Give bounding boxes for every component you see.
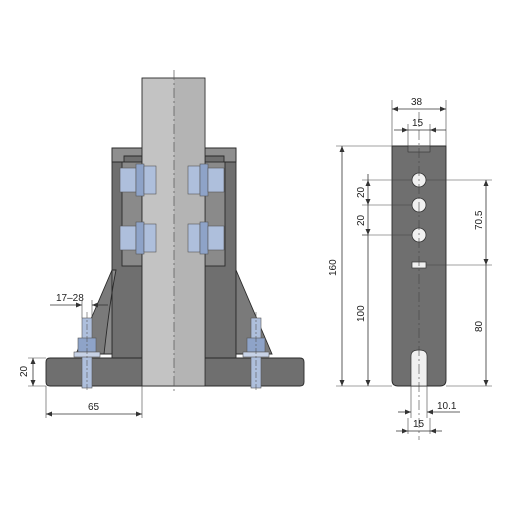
side-view: 38 15 160 20 xyxy=(328,97,492,440)
dim-base-height-label: 20 xyxy=(19,365,30,377)
dim-inner-width-label: 15 xyxy=(412,118,424,129)
fitting-nut xyxy=(119,167,137,193)
fitting-washer xyxy=(199,163,209,197)
dim-slot-length-label: 80 xyxy=(474,320,485,332)
fitting-plate xyxy=(143,223,157,253)
dim-top-width: 38 xyxy=(391,97,447,146)
dim-base-width: 65 xyxy=(45,386,143,418)
dim-slot-offset-label: 10.1 xyxy=(437,401,457,412)
fitting-nut xyxy=(119,225,137,251)
right-lower-fitting xyxy=(187,221,225,255)
fitting-plate xyxy=(143,165,157,195)
dim-lower-length-label: 100 xyxy=(356,305,367,322)
dim-inner-width: 15 xyxy=(394,118,446,146)
left-upper-fitting xyxy=(119,163,157,197)
dim-total-height: 160 xyxy=(328,145,392,387)
fitting-nut xyxy=(207,167,225,193)
dim-total-height-label: 160 xyxy=(328,259,339,276)
fitting-plate xyxy=(187,223,201,253)
dim-bottom-width-label: 15 xyxy=(413,419,425,430)
fitting-washer xyxy=(135,221,145,255)
left-anchor-bolt xyxy=(73,312,101,392)
fitting-nut xyxy=(207,225,225,251)
fitting-plate xyxy=(187,165,201,195)
dim-slot-length: 80 xyxy=(446,265,492,387)
dim-slot-offset: 10.1 xyxy=(398,386,460,418)
dim-hole-pitch-1-label: 20 xyxy=(356,186,367,198)
fitting-washer xyxy=(135,163,145,197)
dim-bottom-width: 15 xyxy=(396,418,442,434)
dim-top-width-label: 38 xyxy=(411,97,423,108)
dim-upper-length-label: 70.5 xyxy=(474,210,485,230)
dim-hole-pitch-2-label: 20 xyxy=(356,214,367,226)
fitting-washer xyxy=(199,221,209,255)
dim-hole-pitch: 20 20 xyxy=(356,174,412,240)
front-view: 17–28 20 65 xyxy=(19,70,305,418)
right-anchor-bolt xyxy=(242,312,270,392)
dim-base-width-label: 65 xyxy=(88,402,100,413)
dim-base-height: 20 xyxy=(19,357,46,387)
dim-bolt-range-label: 17–28 xyxy=(56,293,84,304)
right-upper-fitting xyxy=(187,163,225,197)
dim-lower-length: 100 xyxy=(356,234,371,386)
dim-upper-length: 70.5 xyxy=(426,179,492,266)
left-lower-fitting xyxy=(119,221,157,255)
dim-bolt-range: 17–28 xyxy=(50,293,108,318)
left-flange xyxy=(103,269,117,355)
